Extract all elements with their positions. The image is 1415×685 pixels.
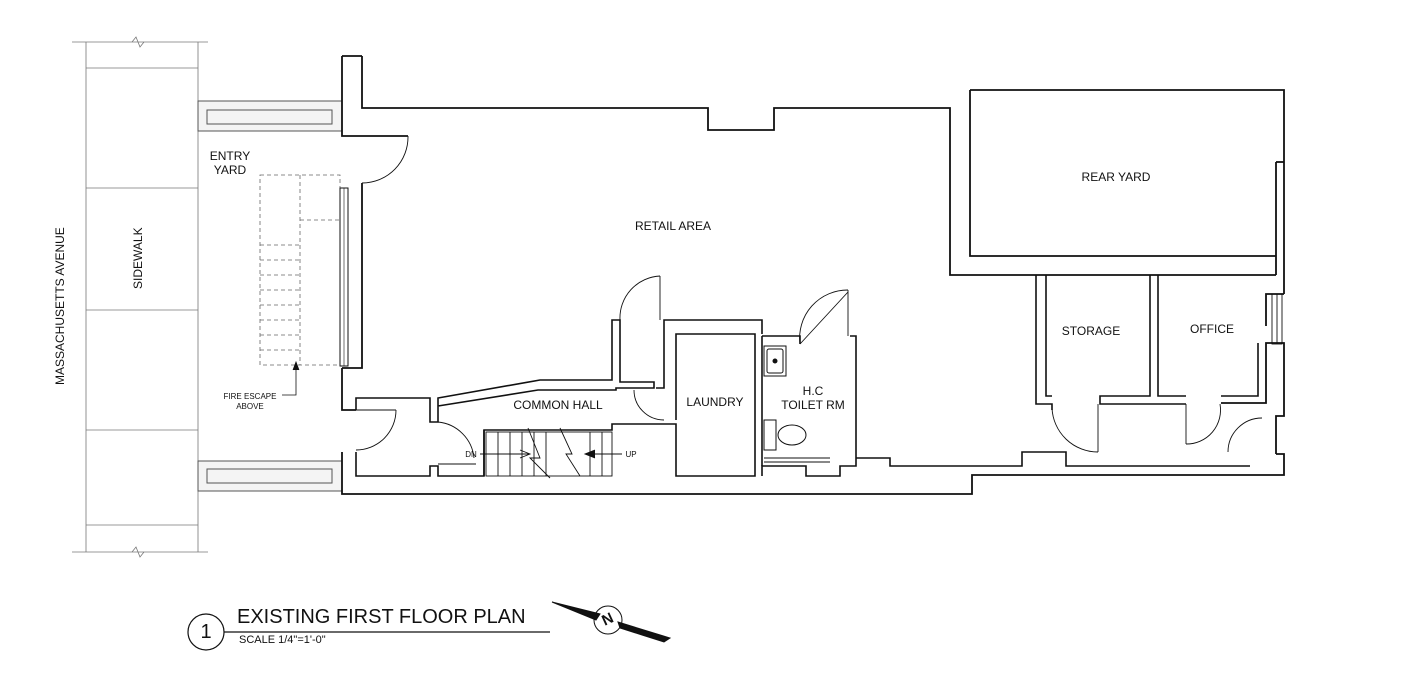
drawing-title: EXISTING FIRST FLOOR PLAN [237,606,526,628]
stair-up-label: UP [625,450,637,459]
rear-yard-label: REAR YARD [1081,170,1151,184]
storage-label: STORAGE [1061,324,1121,338]
north-arrow [551,601,672,643]
drawing-scale: SCALE 1/4"=1'-0" [239,634,326,646]
toilet-fixtures [763,345,830,463]
office-label: OFFICE [1190,322,1234,336]
door-swings [355,135,1283,465]
toilet-room-label: H.C TOILET RM [781,384,845,412]
detail-number: 1 [200,621,212,643]
retail-area-label: RETAIL AREA [634,219,712,233]
fire-escape [259,174,341,366]
stairs [480,427,622,479]
title-block [187,613,550,651]
interior-walls [355,275,1259,477]
sidewalk-strip [72,36,208,558]
laundry-label: LAUNDRY [686,395,744,409]
stair-down-label: DN [465,450,477,459]
fire-escape-label: FIRE ESCAPE ABOVE [223,392,277,411]
street-label: MASSACHUSETTS AVENUE [53,227,67,385]
common-hall-label: COMMON HALL [513,398,603,412]
building-walls [339,55,1285,495]
sidewalk-label: SIDEWALK [131,227,145,289]
entry-yard-label: ENTRY YARD [209,149,251,177]
